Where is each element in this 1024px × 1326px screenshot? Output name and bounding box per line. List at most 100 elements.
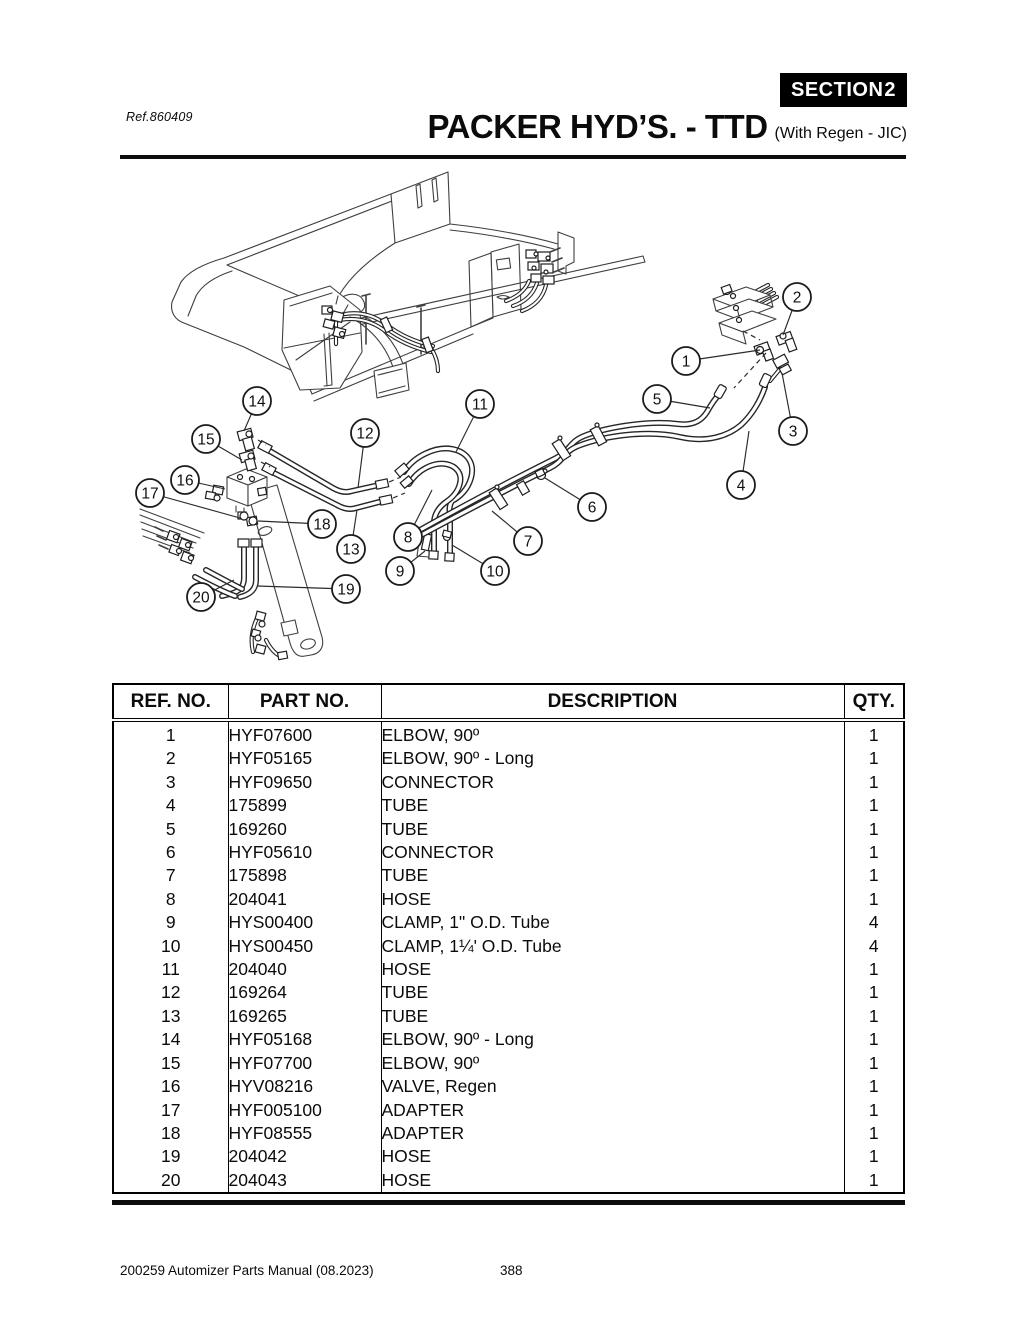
- cell-ref-no: 16: [161, 1076, 181, 1097]
- callout-circle-20: [186, 582, 216, 612]
- callout-circle-15: [191, 424, 221, 454]
- cell-qty: 1: [843, 1098, 904, 1122]
- cell-part-no: HYF09650: [227, 770, 381, 795]
- cell-part-no: 204042: [227, 1145, 381, 1169]
- cell-qty: 4: [843, 934, 904, 959]
- reference-number: Ref.860409: [126, 110, 193, 124]
- callout-circle-4: [726, 470, 756, 500]
- page-title: PACKER HYD’S. - TTD: [427, 108, 768, 145]
- cell-qty: 1: [843, 1004, 904, 1029]
- cell-qty: 1: [843, 841, 904, 865]
- callout-circle-7: [513, 526, 543, 556]
- cell-ref-no: 14: [161, 1029, 181, 1050]
- cell-part-no: HYF05168: [227, 1028, 381, 1052]
- tube-12-13-art: [257, 439, 394, 512]
- cell-description: CLAMP, 1" O.D. Tube: [380, 911, 844, 935]
- callout-number-16: 16: [176, 473, 193, 490]
- cell-qty: 1: [843, 864, 904, 888]
- cell-qty: 1: [843, 1168, 904, 1194]
- section-badge: SECTION 2: [780, 73, 907, 107]
- cell-part-no: HYS00450: [227, 934, 381, 959]
- cell-part-no: 204041: [227, 887, 381, 912]
- table-header-row: REF. NO. PART NO. DESCRIPTION QTY.: [113, 684, 904, 722]
- cell-description: ADAPTER: [380, 1098, 844, 1122]
- deck-hose-art: [321, 295, 441, 374]
- cell-part-no: HYF07700: [227, 1051, 381, 1076]
- page-subtitle: (With Regen - JIC): [774, 125, 907, 142]
- callout-number-12: 12: [356, 426, 373, 443]
- cell-qty: 1: [843, 981, 904, 1005]
- cell-part-no: 169265: [227, 1004, 381, 1029]
- header-part-no: PART NO.: [227, 684, 381, 722]
- cell-description: HOSE: [380, 887, 844, 912]
- cell-description: ELBOW, 90º: [380, 1051, 844, 1076]
- cell-ref-no: 15: [161, 1052, 181, 1073]
- callout-number-1: 1: [682, 354, 691, 371]
- callout-number-4: 4: [737, 478, 746, 495]
- callout-circle-10: [480, 556, 510, 586]
- callout-circle-18: [307, 509, 337, 539]
- callout-circle-9: [385, 556, 415, 586]
- front-assembly-art: [139, 427, 324, 661]
- cell-description: ELBOW, 90º: [380, 720, 844, 748]
- footer-rule: [112, 1200, 905, 1205]
- header-qty: QTY.: [843, 684, 904, 722]
- cell-description: HOSE: [380, 1168, 844, 1194]
- callout-number-5: 5: [653, 392, 662, 409]
- cell-ref-no: 19: [161, 1146, 181, 1167]
- cell-description: ADAPTER: [380, 1121, 844, 1146]
- cell-qty: 1: [843, 958, 904, 982]
- cell-description: ELBOW, 90º - Long: [380, 1028, 844, 1052]
- cell-ref-no: 6: [165, 842, 176, 863]
- header-rule: [120, 155, 906, 159]
- cell-qty: 4: [843, 911, 904, 935]
- cell-ref-no: 4: [165, 795, 176, 816]
- dashed-lines: [257, 330, 767, 499]
- cell-part-no: HYS00400: [227, 911, 381, 935]
- cell-qty: 1: [843, 747, 904, 771]
- cell-ref-no: 2: [165, 748, 176, 769]
- callout-number-13: 13: [342, 542, 359, 559]
- cell-qty: 1: [843, 770, 904, 795]
- cell-qty: 1: [843, 1075, 904, 1099]
- cell-description: HOSE: [380, 1145, 844, 1169]
- callout-circle-19: [331, 574, 361, 604]
- callout-number-2: 2: [793, 290, 802, 307]
- cell-part-no: HYF07600: [227, 720, 381, 748]
- callout-number-9: 9: [396, 564, 405, 581]
- callout-circle-1: [671, 346, 701, 376]
- cell-description: CONNECTOR: [380, 770, 844, 795]
- callout-number-3: 3: [789, 424, 798, 441]
- cell-description: VALVE, Regen: [380, 1075, 844, 1099]
- callout-number-18: 18: [313, 517, 330, 534]
- cell-qty: 1: [843, 1051, 904, 1076]
- cell-qty: 1: [843, 887, 904, 912]
- cell-ref-no: 9: [165, 912, 176, 933]
- callout-circle-17: [135, 478, 165, 508]
- cell-part-no: 175899: [227, 794, 381, 818]
- cell-description: TUBE: [380, 817, 844, 842]
- callout-circle-11: [465, 389, 495, 419]
- cell-description: TUBE: [380, 981, 844, 1005]
- cell-qty: 1: [843, 817, 904, 842]
- long-tube-art: [411, 366, 783, 542]
- cell-ref-no: 5: [165, 818, 176, 839]
- cell-ref-no: 20: [161, 1169, 181, 1190]
- cell-part-no: HYF005100: [227, 1098, 381, 1122]
- rear-manifold-art: [503, 247, 565, 314]
